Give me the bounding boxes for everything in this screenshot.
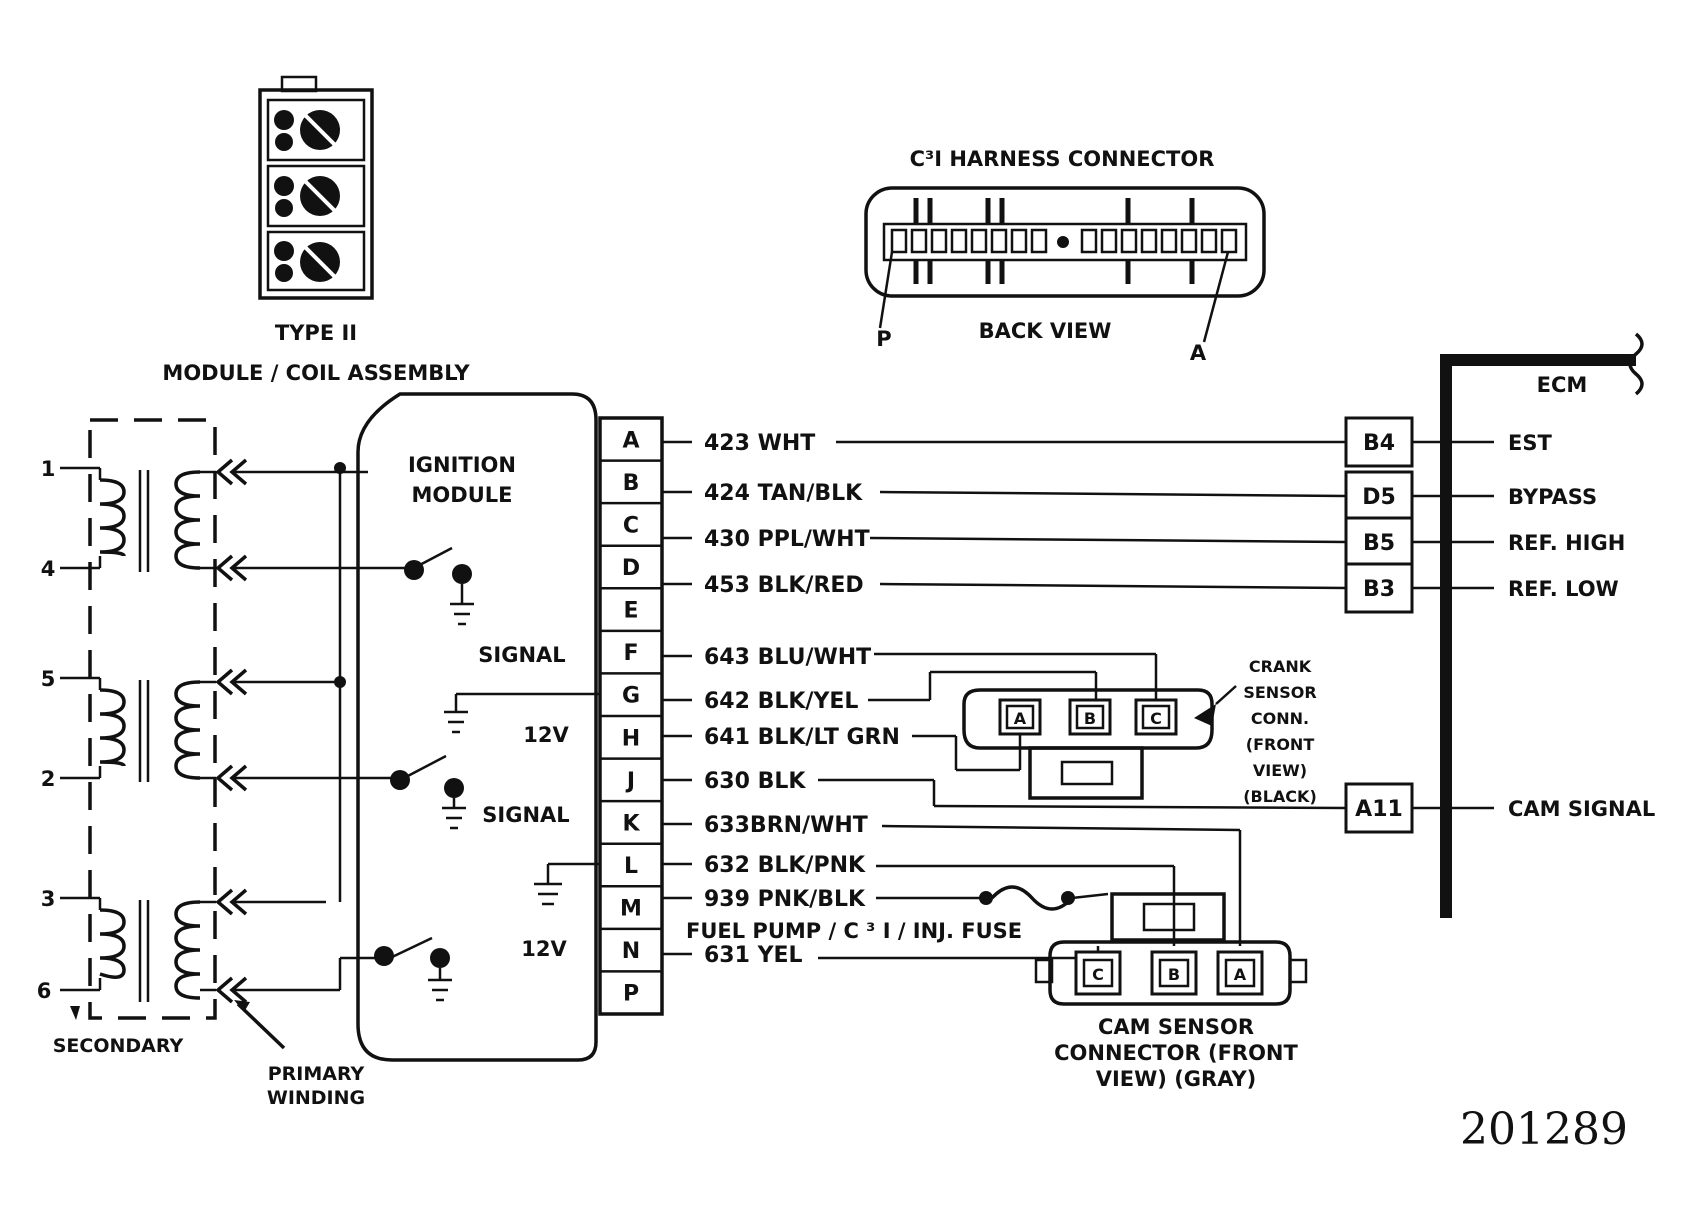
ecm-title: ECM (1537, 373, 1588, 397)
module-coil-title-line1: TYPE II (275, 321, 357, 345)
harness-pin-p-label: P (876, 327, 891, 351)
wire-label-b: 424 TAN/BLK (704, 481, 863, 506)
crank-sensor-label-line: CONN. (1251, 709, 1309, 728)
harness-pin-n: N (622, 939, 640, 964)
harness-pin-a-label: A (1190, 341, 1207, 365)
harness-pin-c: C (623, 513, 639, 538)
coil-terminal-1: 1 (41, 457, 56, 481)
crank-cavity-label: A (1014, 709, 1027, 728)
volts-label-lower: 12V (521, 937, 567, 961)
wire-label-a: 423 WHT (704, 431, 815, 456)
ecm-signal-b5: REF. HIGH (1508, 531, 1625, 555)
ecm-signal-a11: CAM SIGNAL (1508, 797, 1655, 821)
coil-to-module-wiring (232, 470, 410, 992)
ecm-signal-d5: BYPASS (1508, 485, 1597, 509)
secondary-label: SECONDARY (53, 1035, 184, 1057)
cam-sensor-connector (1034, 892, 1308, 1006)
wire-label-n: 631 YEL (704, 943, 803, 968)
volts-label-upper: 12V (523, 723, 569, 747)
harness-pin-a: A (622, 428, 639, 453)
ignition-module (356, 392, 600, 1062)
harness-pin-m: M (620, 897, 642, 922)
wire-label-k: 633BRN/WHT (704, 813, 868, 838)
signal-label-upper: SIGNAL (478, 643, 565, 667)
wire-label-j: 630 BLK (704, 769, 806, 794)
coil-assembly (60, 418, 286, 1050)
wire-label-c: 430 PPL/WHT (704, 527, 870, 552)
wire-label-h: 641 BLK/LT GRN (704, 725, 900, 750)
harness-connector-title: C³I HARNESS CONNECTOR (910, 147, 1215, 171)
cam-sensor-label-line1: CAM SENSOR (1098, 1015, 1254, 1039)
fuse-label: FUEL PUMP / C ³ I / INJ. FUSE (686, 919, 1022, 943)
wire-label-g: 642 BLK/YEL (704, 689, 858, 714)
ecm-pin-b3: B3 (1363, 577, 1395, 602)
figure-number: 201289 (1460, 1104, 1628, 1155)
harness-pin-b: B (623, 471, 640, 496)
ignition-module-title-line2: MODULE (412, 483, 513, 507)
ecm-block (1440, 332, 1644, 918)
crank-cavity-label: C (1150, 709, 1162, 728)
ecm-pin-b4: B4 (1363, 431, 1395, 456)
coil-terminal-4: 4 (41, 557, 56, 581)
module-coil-assembly-illustration (258, 75, 374, 300)
crank-sensor-label-line: (FRONT (1246, 735, 1315, 754)
wire-label-d: 453 BLK/RED (704, 573, 864, 598)
wire-label-f: 643 BLU/WHT (704, 645, 871, 670)
crank-sensor-label-line: VIEW) (1253, 761, 1307, 780)
harness-pin-j: J (625, 769, 635, 794)
crank-cavity-label: B (1084, 709, 1096, 728)
harness-pin-k: K (622, 811, 640, 836)
primary-winding-label-line1: PRIMARY (268, 1063, 365, 1085)
ecm-pin-b5: B5 (1363, 531, 1395, 556)
ecm-pin-a11: A11 (1355, 797, 1403, 822)
harness-connector-illustration (864, 186, 1266, 343)
cam-cavity-label: B (1168, 965, 1180, 984)
harness-pin-g: G (622, 684, 640, 709)
coil-terminal-6: 6 (37, 979, 52, 1003)
ecm-pin-d5: D5 (1362, 485, 1396, 510)
coil-terminal-5: 5 (41, 667, 56, 691)
coil-terminal-2: 2 (41, 767, 56, 791)
harness-pin-e: E (623, 599, 638, 624)
ecm-signal-b3: REF. LOW (1508, 577, 1619, 601)
crank-sensor-label-line: (BLACK) (1243, 787, 1317, 806)
harness-pin-h: H (622, 726, 640, 751)
harness-pin-p: P (623, 982, 639, 1007)
crank-sensor-label: CRANK SENSOR CONN. (FRONT VIEW) (BLACK) (1243, 657, 1317, 806)
wire-labels: 423 WHT 424 TAN/BLK 430 PPL/WHT 453 BLK/RED… (704, 431, 900, 968)
module-coil-title-line2: MODULE / COIL ASSEMBLY (162, 361, 470, 385)
harness-pin-f: F (623, 641, 638, 666)
cam-cavity-label: A (1234, 965, 1247, 984)
coil-terminal-3: 3 (41, 887, 56, 911)
ignition-module-title-line1: IGNITION (408, 453, 516, 477)
harness-pin-d: D (622, 556, 640, 581)
wire-label-l: 632 BLK/PNK (704, 853, 866, 878)
ecm-signal-b4: EST (1508, 431, 1552, 455)
primary-winding-label-line2: WINDING (267, 1087, 365, 1109)
ecm-terminals: B4 EST D5 BYPASS B5 REF. HIGH B3 REF. LOW A11 CAM… (1344, 416, 1655, 834)
cam-cavity-label: C (1092, 965, 1104, 984)
cam-sensor-label-line3: VIEW) (GRAY) (1096, 1067, 1257, 1091)
harness-connector-view-label: BACK VIEW (979, 319, 1112, 343)
crank-sensor-label-line: CRANK (1249, 657, 1312, 676)
signal-label-lower: SIGNAL (482, 803, 569, 827)
crank-sensor-connector (962, 685, 1237, 800)
crank-sensor-label-line: SENSOR (1243, 683, 1316, 702)
harness-pin-l: L (624, 854, 638, 879)
cam-sensor-label-line2: CONNECTOR (FRONT (1054, 1041, 1298, 1065)
wire-label-m: 939 PNK/BLK (704, 887, 866, 912)
